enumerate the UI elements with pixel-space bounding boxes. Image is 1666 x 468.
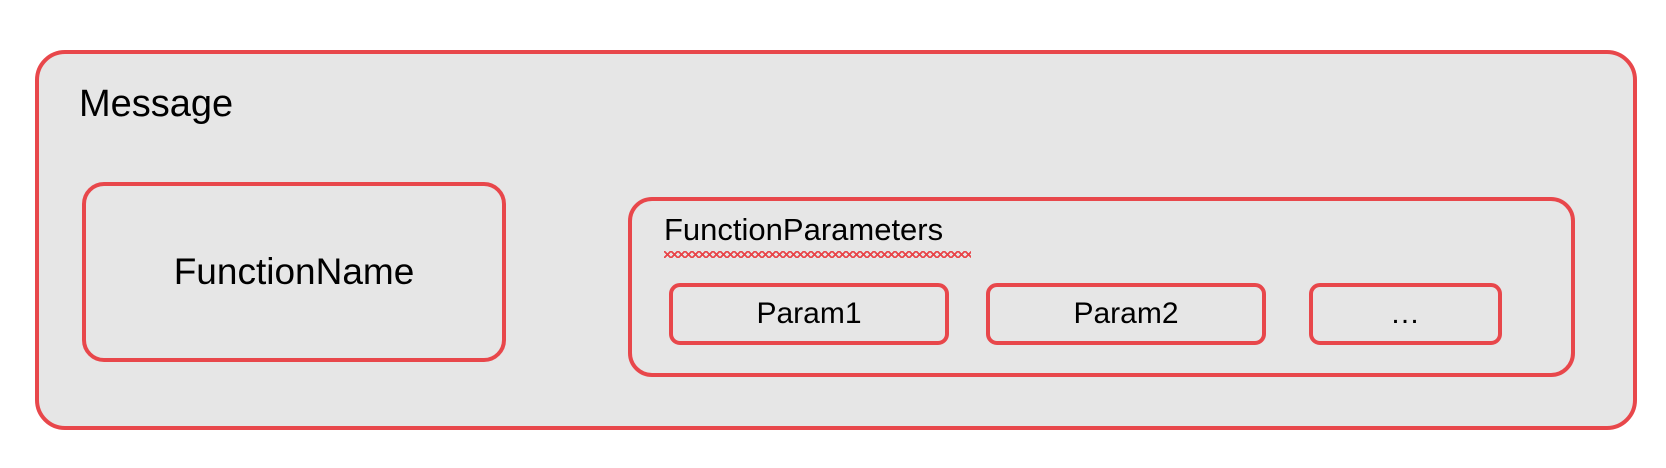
- function-name-box: FunctionName: [82, 182, 506, 362]
- message-title: Message: [79, 83, 234, 125]
- param-label-1: Param1: [756, 297, 862, 330]
- parameter-list: Param1 Param2 …: [669, 283, 1502, 345]
- function-name-label: FunctionName: [173, 251, 415, 292]
- function-parameters-box: FunctionParameters Param1 Param2 …: [628, 197, 1575, 377]
- param-box-1: Param1: [669, 283, 949, 345]
- message-container: Message FunctionName FunctionParameters …: [35, 50, 1637, 430]
- param-label-2: Param2: [1073, 297, 1179, 330]
- function-parameters-label: FunctionParameters: [664, 212, 944, 247]
- param-box-2: Param2: [986, 283, 1266, 345]
- param-box-ellipsis: …: [1309, 283, 1502, 345]
- param-label-ellipsis: …: [1390, 297, 1421, 330]
- spellcheck-squiggle-icon: [664, 251, 971, 258]
